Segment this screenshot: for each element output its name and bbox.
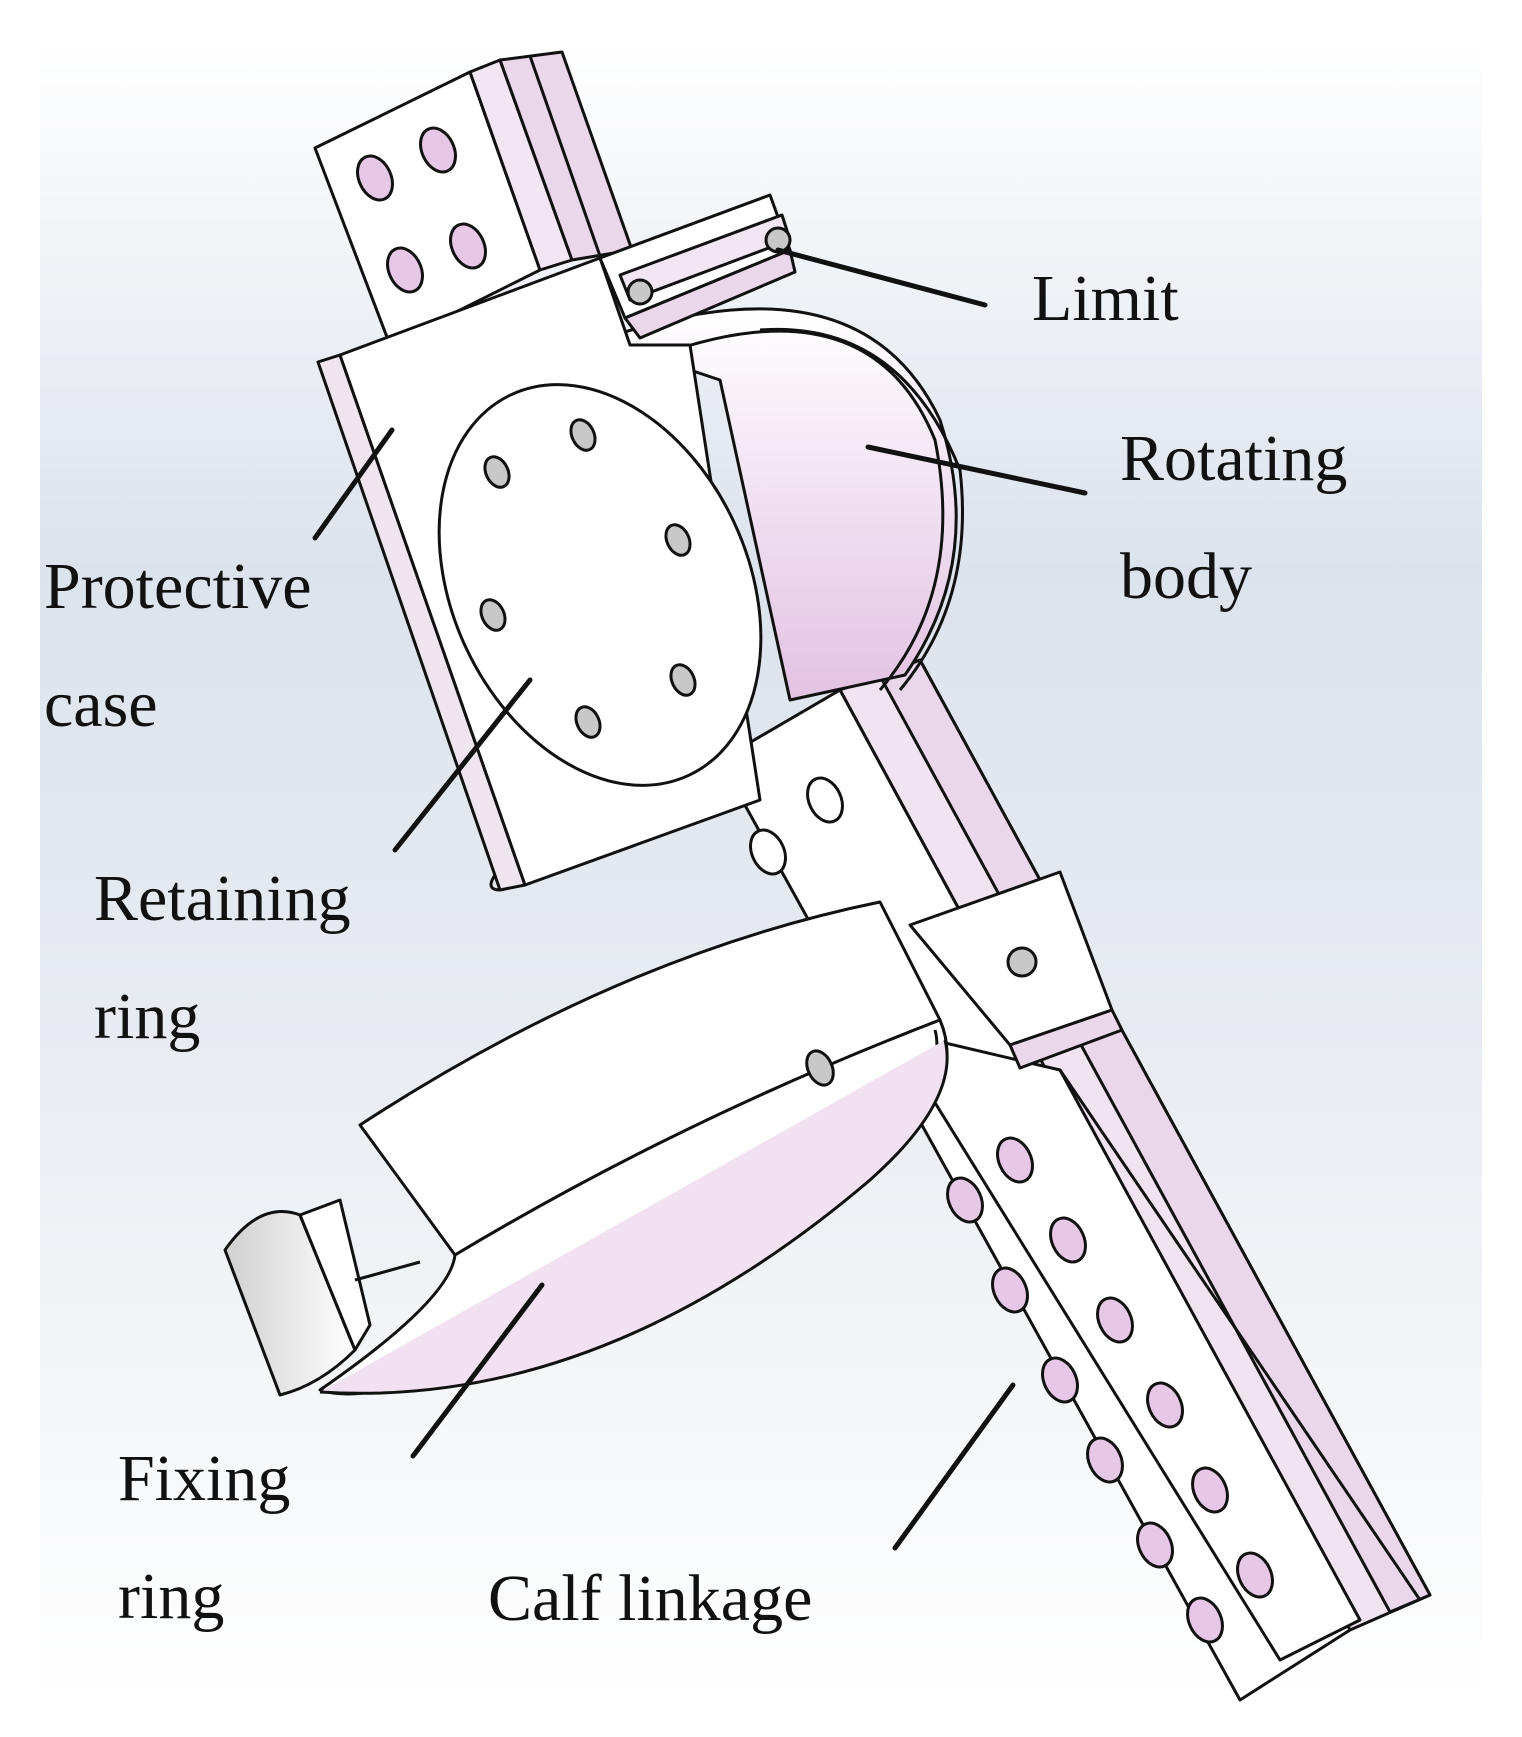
rotating-body-label-line1: Rotating (1120, 422, 1348, 495)
retaining-ring-label-line1: Retaining (94, 862, 351, 935)
fixing-ring-label-line2: ring (118, 1560, 225, 1633)
protective-case-label-line2: case (44, 668, 158, 741)
fixing-ring-label-line1: Fixing (118, 1442, 291, 1515)
rotating-body-part (598, 307, 964, 702)
protective-case-label: Protective case (44, 528, 312, 764)
retaining-ring-leader-line (392, 677, 533, 853)
protective-case-leader-line (312, 427, 395, 541)
limit-leader-line (775, 247, 988, 308)
rotating-body-leader-line (865, 444, 1088, 496)
retaining-ring-part (437, 383, 763, 787)
calf-clamp-part (908, 870, 1124, 1070)
retaining-ring-label-line2: ring (94, 980, 201, 1053)
fixing-ring-label: Fixing ring (118, 1420, 290, 1656)
retaining-ring-label: Retaining ring (94, 840, 351, 1076)
fixing-ring-part (223, 900, 949, 1397)
limit-block-part (598, 193, 797, 340)
protective-case-label-line1: Protective (44, 550, 312, 623)
calf-linkage-leader-line (892, 1382, 1016, 1551)
calf-linkage-label: Calf linkage (488, 1562, 813, 1635)
fixing-ring-leader-line (410, 1282, 545, 1459)
limit-label: Limit (1032, 262, 1179, 335)
upper-linkage (313, 50, 634, 347)
rotating-body-label-line2: body (1120, 540, 1252, 613)
rotating-body-label: Rotating body (1120, 400, 1347, 636)
